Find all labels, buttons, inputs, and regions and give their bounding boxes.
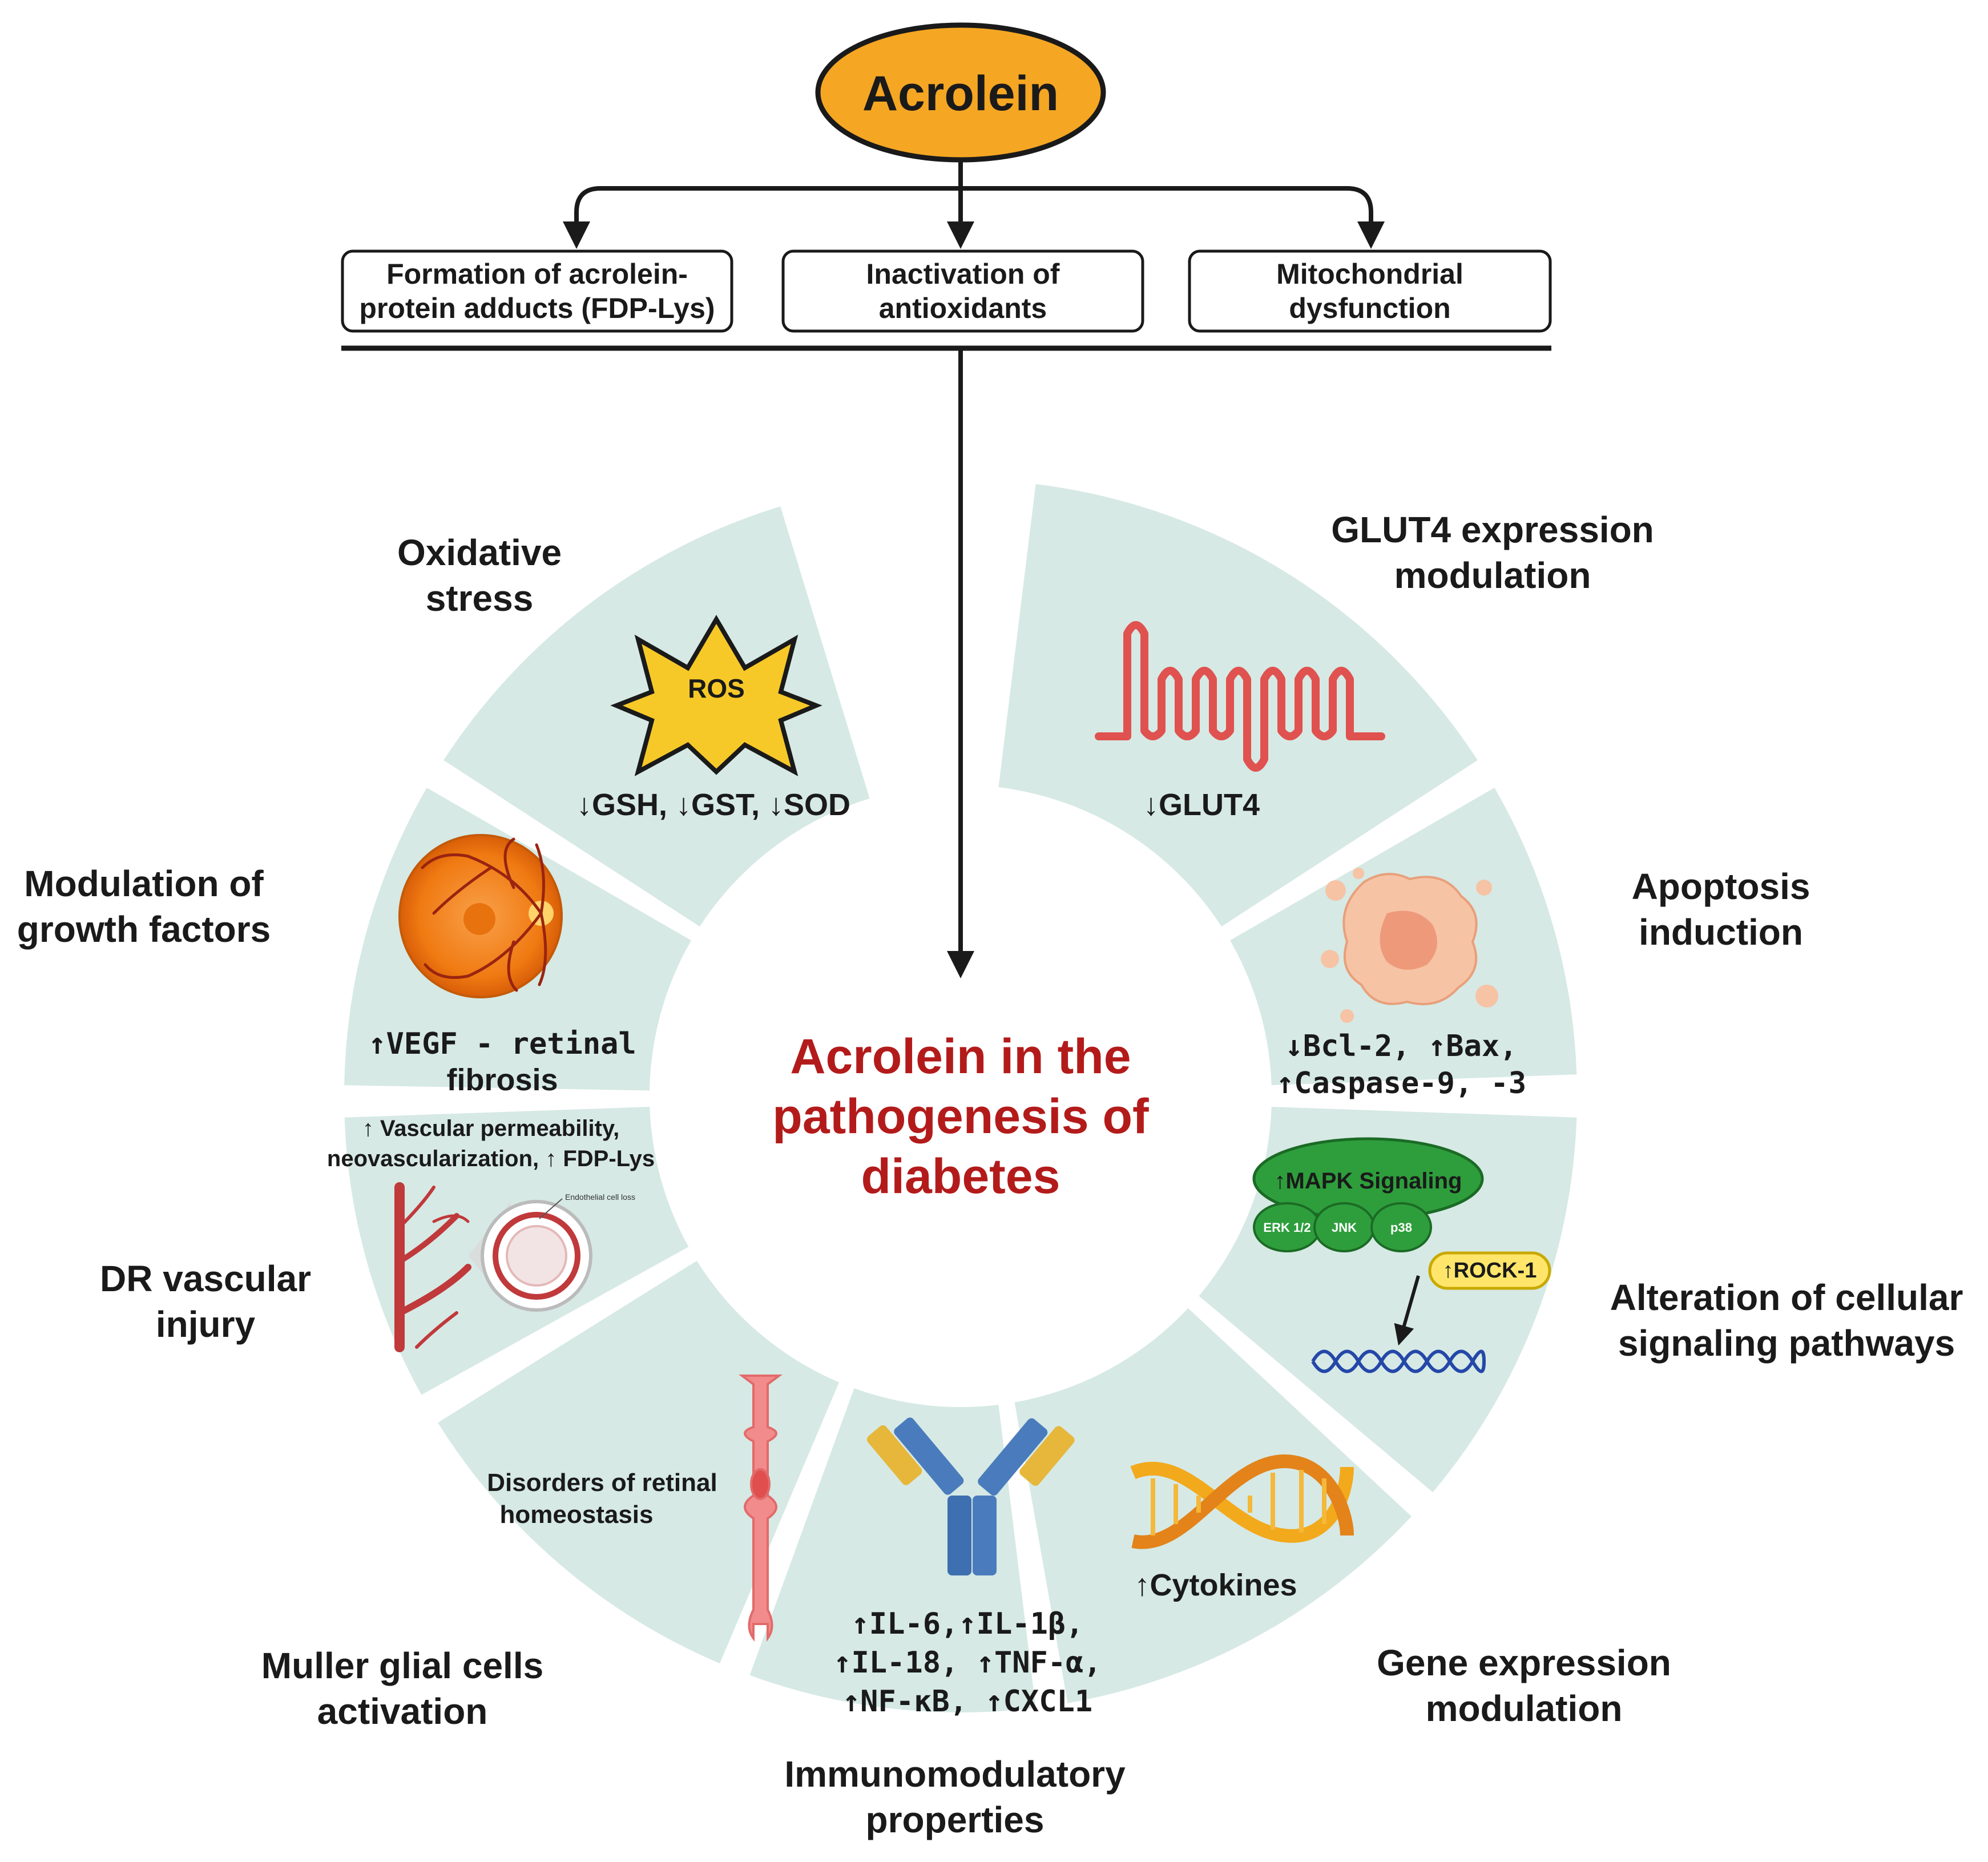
- callout-line: [539, 1198, 563, 1219]
- mechanism-box-antioxidants: Inactivation of antioxidants: [781, 249, 1144, 333]
- segment-gene-expression: Gene expression modulation ↑Cytokines: [1130, 1454, 1671, 1729]
- immuno-detail-line3: ↑NF-κB, ↑CXCL1: [842, 1684, 1092, 1719]
- dna-helix-icon: [1311, 1349, 1486, 1373]
- ring-segment-muller: [438, 1260, 840, 1664]
- gene-title-line1: Gene expression: [1377, 1642, 1671, 1683]
- center-title-line1: Acrolein in the: [790, 1029, 1131, 1084]
- ring-segment-glut4: [998, 484, 1478, 927]
- ring-segment-immunomodulatory: [749, 1388, 1036, 1713]
- glut4-title-line1: GLUT4 expression: [1331, 509, 1654, 550]
- center-title-line2: pathogenesis of: [772, 1089, 1149, 1144]
- center-title: Acrolein in the pathogenesis of diabetes: [772, 1029, 1149, 1204]
- muller-detail-line1: Disorders of retinal: [487, 1469, 717, 1497]
- dna-ribbon-icon: [1130, 1454, 1354, 1549]
- growth-title-line2: growth factors: [17, 909, 271, 950]
- muller-detail-line2: homeostasis: [500, 1501, 654, 1529]
- segment-apoptosis: Apoptosis induction ↓Bcl-2, ↑Bax, ↑Caspa…: [1276, 866, 1810, 1101]
- signaling-arrow: [1394, 1275, 1420, 1346]
- muller-cell-icon: [739, 1375, 783, 1642]
- apoptotic-cell-icon: [1321, 868, 1498, 1023]
- mechanism-mitochondrial-line2: dysfunction: [1289, 292, 1450, 324]
- segment-growth-factors: Modulation of growth factors ↑VEGF - ret…: [17, 834, 636, 1097]
- glut4-detail: ↓GLUT4: [1143, 788, 1260, 822]
- acrolein-node-label: Acrolein: [862, 66, 1059, 121]
- growth-detail-line2: fibrosis: [446, 1063, 558, 1097]
- mechanism-mitochondrial-line1: Mitochondrial: [1276, 258, 1463, 290]
- growth-title-line1: Modulation of: [24, 863, 264, 904]
- mechanism-box-adducts: Formation of acrolein- protein adducts (…: [341, 249, 733, 333]
- gene-detail: ↑Cytokines: [1134, 1568, 1297, 1602]
- rock1-badge: ↑ROCK-1: [1428, 1251, 1551, 1290]
- signaling-title-line1: Alteration of cellular: [1610, 1277, 1963, 1318]
- mechanism-box-mitochondrial: Mitochondrial dysfunction: [1188, 249, 1552, 333]
- segment-oxidative-stress: Oxidative stress ROS ↓GSH, ↓GST, ↓SOD: [397, 532, 850, 822]
- signaling-title-line2: signaling pathways: [1618, 1323, 1955, 1364]
- immuno-detail-line2: ↑IL-18, ↑TNF-α,: [833, 1646, 1102, 1680]
- immuno-title-line2: properties: [866, 1799, 1045, 1840]
- glut4-title-line2: modulation: [1394, 555, 1591, 596]
- gene-title-line2: modulation: [1426, 1688, 1623, 1729]
- immuno-title-line1: Immunomodulatory: [784, 1754, 1126, 1795]
- blood-vessel-icon: [394, 1182, 471, 1352]
- oxidative-title-line2: stress: [426, 578, 534, 619]
- immuno-detail-line1: ↑IL-6,↑IL-1β,: [852, 1607, 1084, 1641]
- mechanism-antioxidants-line1: Inactivation of: [866, 258, 1060, 290]
- segment-dr-vascular: DR vascular injury ↑ Vascular permeabili…: [100, 1116, 655, 1352]
- muller-title-line2: activation: [317, 1691, 488, 1732]
- ros-burst-icon: ROS: [610, 615, 822, 776]
- kinase-erk: ERK 1/2: [1263, 1220, 1310, 1235]
- mapk-label: ↑MAPK Signaling: [1275, 1168, 1462, 1194]
- branch-connectors: [563, 160, 1385, 249]
- rock1-label: ↑ROCK-1: [1443, 1259, 1537, 1283]
- apoptosis-detail-line1: ↓Bcl-2, ↑Bax,: [1285, 1029, 1518, 1063]
- mapk-complex-icon: ↑MAPK Signaling ERK 1/2 JNK p38: [1252, 1137, 1484, 1252]
- center-title-line3: diabetes: [861, 1149, 1060, 1204]
- apoptosis-title-line2: induction: [1639, 912, 1803, 953]
- kinase-p38: p38: [1390, 1220, 1412, 1235]
- apoptosis-title-line1: Apoptosis: [1632, 866, 1810, 907]
- dr-title-line1: DR vascular: [100, 1258, 311, 1299]
- apoptosis-detail-line2: ↑Caspase-9, -3: [1276, 1066, 1526, 1101]
- segment-glut4: GLUT4 expression modulation ↓GLUT4: [1095, 509, 1654, 822]
- transmembrane-protein-icon: [1095, 621, 1385, 772]
- segment-muller: Muller glial cells activation Disorders …: [261, 1375, 783, 1732]
- mechanism-adducts-line1: Formation of acrolein-: [386, 258, 688, 290]
- mechanism-antioxidants-line2: antioxidants: [879, 292, 1047, 324]
- kinase-jnk: JNK: [1332, 1220, 1357, 1235]
- muller-title-line1: Muller glial cells: [261, 1645, 543, 1686]
- vessel-cross-section-icon: [481, 1200, 592, 1312]
- growth-detail-line1: ↑VEGF - retinal: [368, 1027, 636, 1061]
- mechanism-adducts-line2: protein adducts (FDP-Lys): [359, 292, 715, 324]
- segment-immunomodulatory: Immunomodulatory properties ↑IL-6,↑IL-1β…: [784, 1417, 1126, 1840]
- dr-detail-line1: ↑ Vascular permeability,: [362, 1116, 620, 1141]
- oxidative-detail: ↓GSH, ↓GST, ↓SOD: [576, 788, 850, 822]
- segment-signaling: Alteration of cellular signaling pathway…: [1252, 1137, 1963, 1373]
- endothelial-callout: Endothelial cell loss: [565, 1192, 635, 1202]
- retina-fundus-icon: [398, 834, 563, 998]
- dr-title-line2: injury: [156, 1304, 256, 1345]
- ros-label: ROS: [688, 674, 745, 703]
- dr-detail-line2: neovascularization, ↑ FDP-Lys: [327, 1146, 655, 1171]
- oxidative-title-line1: Oxidative: [397, 532, 562, 573]
- antibody-icon: [866, 1417, 1075, 1575]
